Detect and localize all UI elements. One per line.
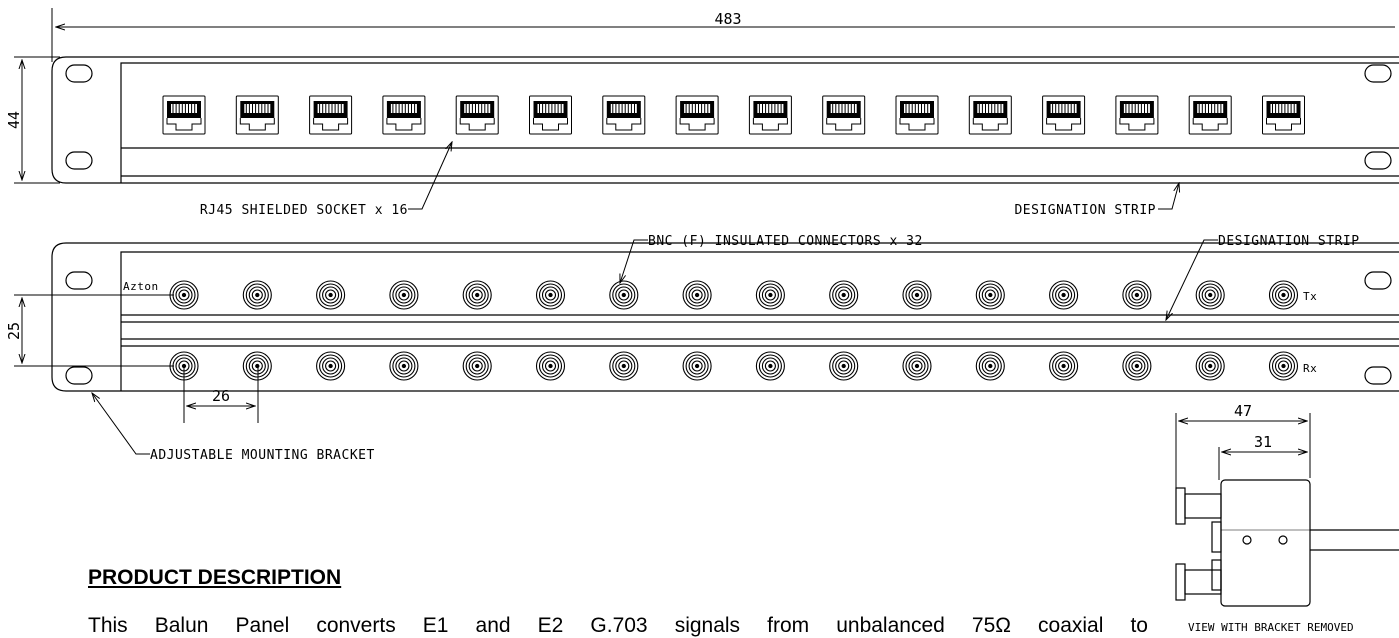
bnc-connector [316,351,346,381]
rj45-socket-row [162,95,1305,135]
pitch-dimension [183,366,259,423]
rj45-panel [51,56,1399,184]
bnc-side-connector [1175,487,1186,525]
bnc-connector [1195,280,1225,310]
bnc-connector [1268,280,1299,310]
rj45-socket [529,95,572,135]
rj45-socket [382,95,426,135]
rj45-socket [1188,95,1232,135]
bnc-connector [609,351,639,381]
mounting-slot [65,271,93,290]
depth-total-label: 47 [1234,402,1252,420]
rj45-socket [675,95,719,135]
bnc-mounting-slots [65,271,1392,385]
bnc-connector [682,280,712,310]
bnc-row-tx [169,280,1299,310]
designation-strip-label-bnc: DESIGNATION STRIP [1218,234,1360,249]
bnc-side-connector [1175,563,1186,601]
product-description-heading: PRODUCT DESCRIPTION [88,566,342,589]
product-description-text: This Balun Panel converts E1 and E2 G.70… [88,614,1148,637]
bnc-connector-label: BNC (F) INSULATED CONNECTORS x 32 [648,234,923,249]
rj45-socket [235,95,279,135]
bnc-row-rx [169,351,1299,381]
bnc-connector [829,280,859,310]
rj45-socket [748,95,792,135]
mounting-slot [65,64,93,83]
bnc-connector [1122,351,1152,381]
bnc-connector [535,280,566,310]
side-view-caption: VIEW WITH BRACKET REMOVED [1188,621,1354,633]
mounting-slot [1364,271,1392,290]
bnc-connector [169,280,199,310]
bnc-connector [902,280,932,310]
mounting-slot [1364,64,1392,83]
height-dimension-rj45 [14,56,60,184]
balun-body [1220,479,1311,607]
bnc-connector [242,280,272,310]
bnc-connector [389,351,419,381]
rx-label: Rx [1303,362,1317,375]
rj45-socket-label: RJ45 SHIELDED SOCKET x 16 [200,203,408,218]
bnc-connector [829,351,859,381]
designation-strip-label-top: DESIGNATION STRIP [1014,203,1156,218]
rj45-socket [822,95,866,135]
bnc-connector [1268,351,1299,381]
bnc-connector [316,280,346,310]
side-view [1175,413,1399,607]
bnc-connector [755,351,785,381]
rj45-socket [1262,95,1305,135]
bnc-connector [535,351,566,381]
bnc-connector [1049,280,1079,310]
bnc-connector [1195,351,1225,381]
mounting-bracket-label: ADJUSTABLE MOUNTING BRACKET [150,448,375,463]
rj45-socket [1115,95,1159,135]
rj45-socket [602,95,646,135]
rj45-socket [1042,95,1086,135]
bnc-connector [389,280,419,310]
rj45-socket [455,95,499,135]
height-dimension-bnc-label: 25 [5,322,23,340]
mounting-slot [1364,366,1392,385]
rj45-socket [895,95,939,135]
rj45-leaders [408,142,1179,210]
depth-body-label: 31 [1254,433,1272,451]
height-dimension-rj45-label: 44 [5,111,23,129]
mounting-slot [65,151,93,170]
bnc-panel [51,242,1399,392]
bnc-connector [975,351,1005,381]
bnc-connector [902,351,932,381]
bnc-connector [462,351,492,381]
bnc-connector [462,280,492,310]
pitch-dimension-label: 26 [212,387,230,405]
bnc-leaders [92,239,1218,455]
bnc-connector [682,351,712,381]
rj45-socket [162,95,206,135]
mounting-slot [1364,151,1392,170]
brand-label: Azton [123,280,159,293]
height-dimension-bnc [14,294,174,367]
bnc-connector [1049,351,1079,381]
mounting-slot [65,366,93,385]
rj45-socket [309,95,353,135]
bnc-connector [1122,280,1152,310]
bnc-connector [609,280,639,310]
width-dimension-label: 483 [714,10,741,28]
tx-label: Tx [1303,290,1317,303]
rj45-mounting-slots [65,64,1392,170]
bnc-connector [755,280,785,310]
width-dimension [51,8,1395,62]
bnc-connector [242,351,272,381]
rj45-socket [968,95,1012,135]
bnc-connector [975,280,1005,310]
